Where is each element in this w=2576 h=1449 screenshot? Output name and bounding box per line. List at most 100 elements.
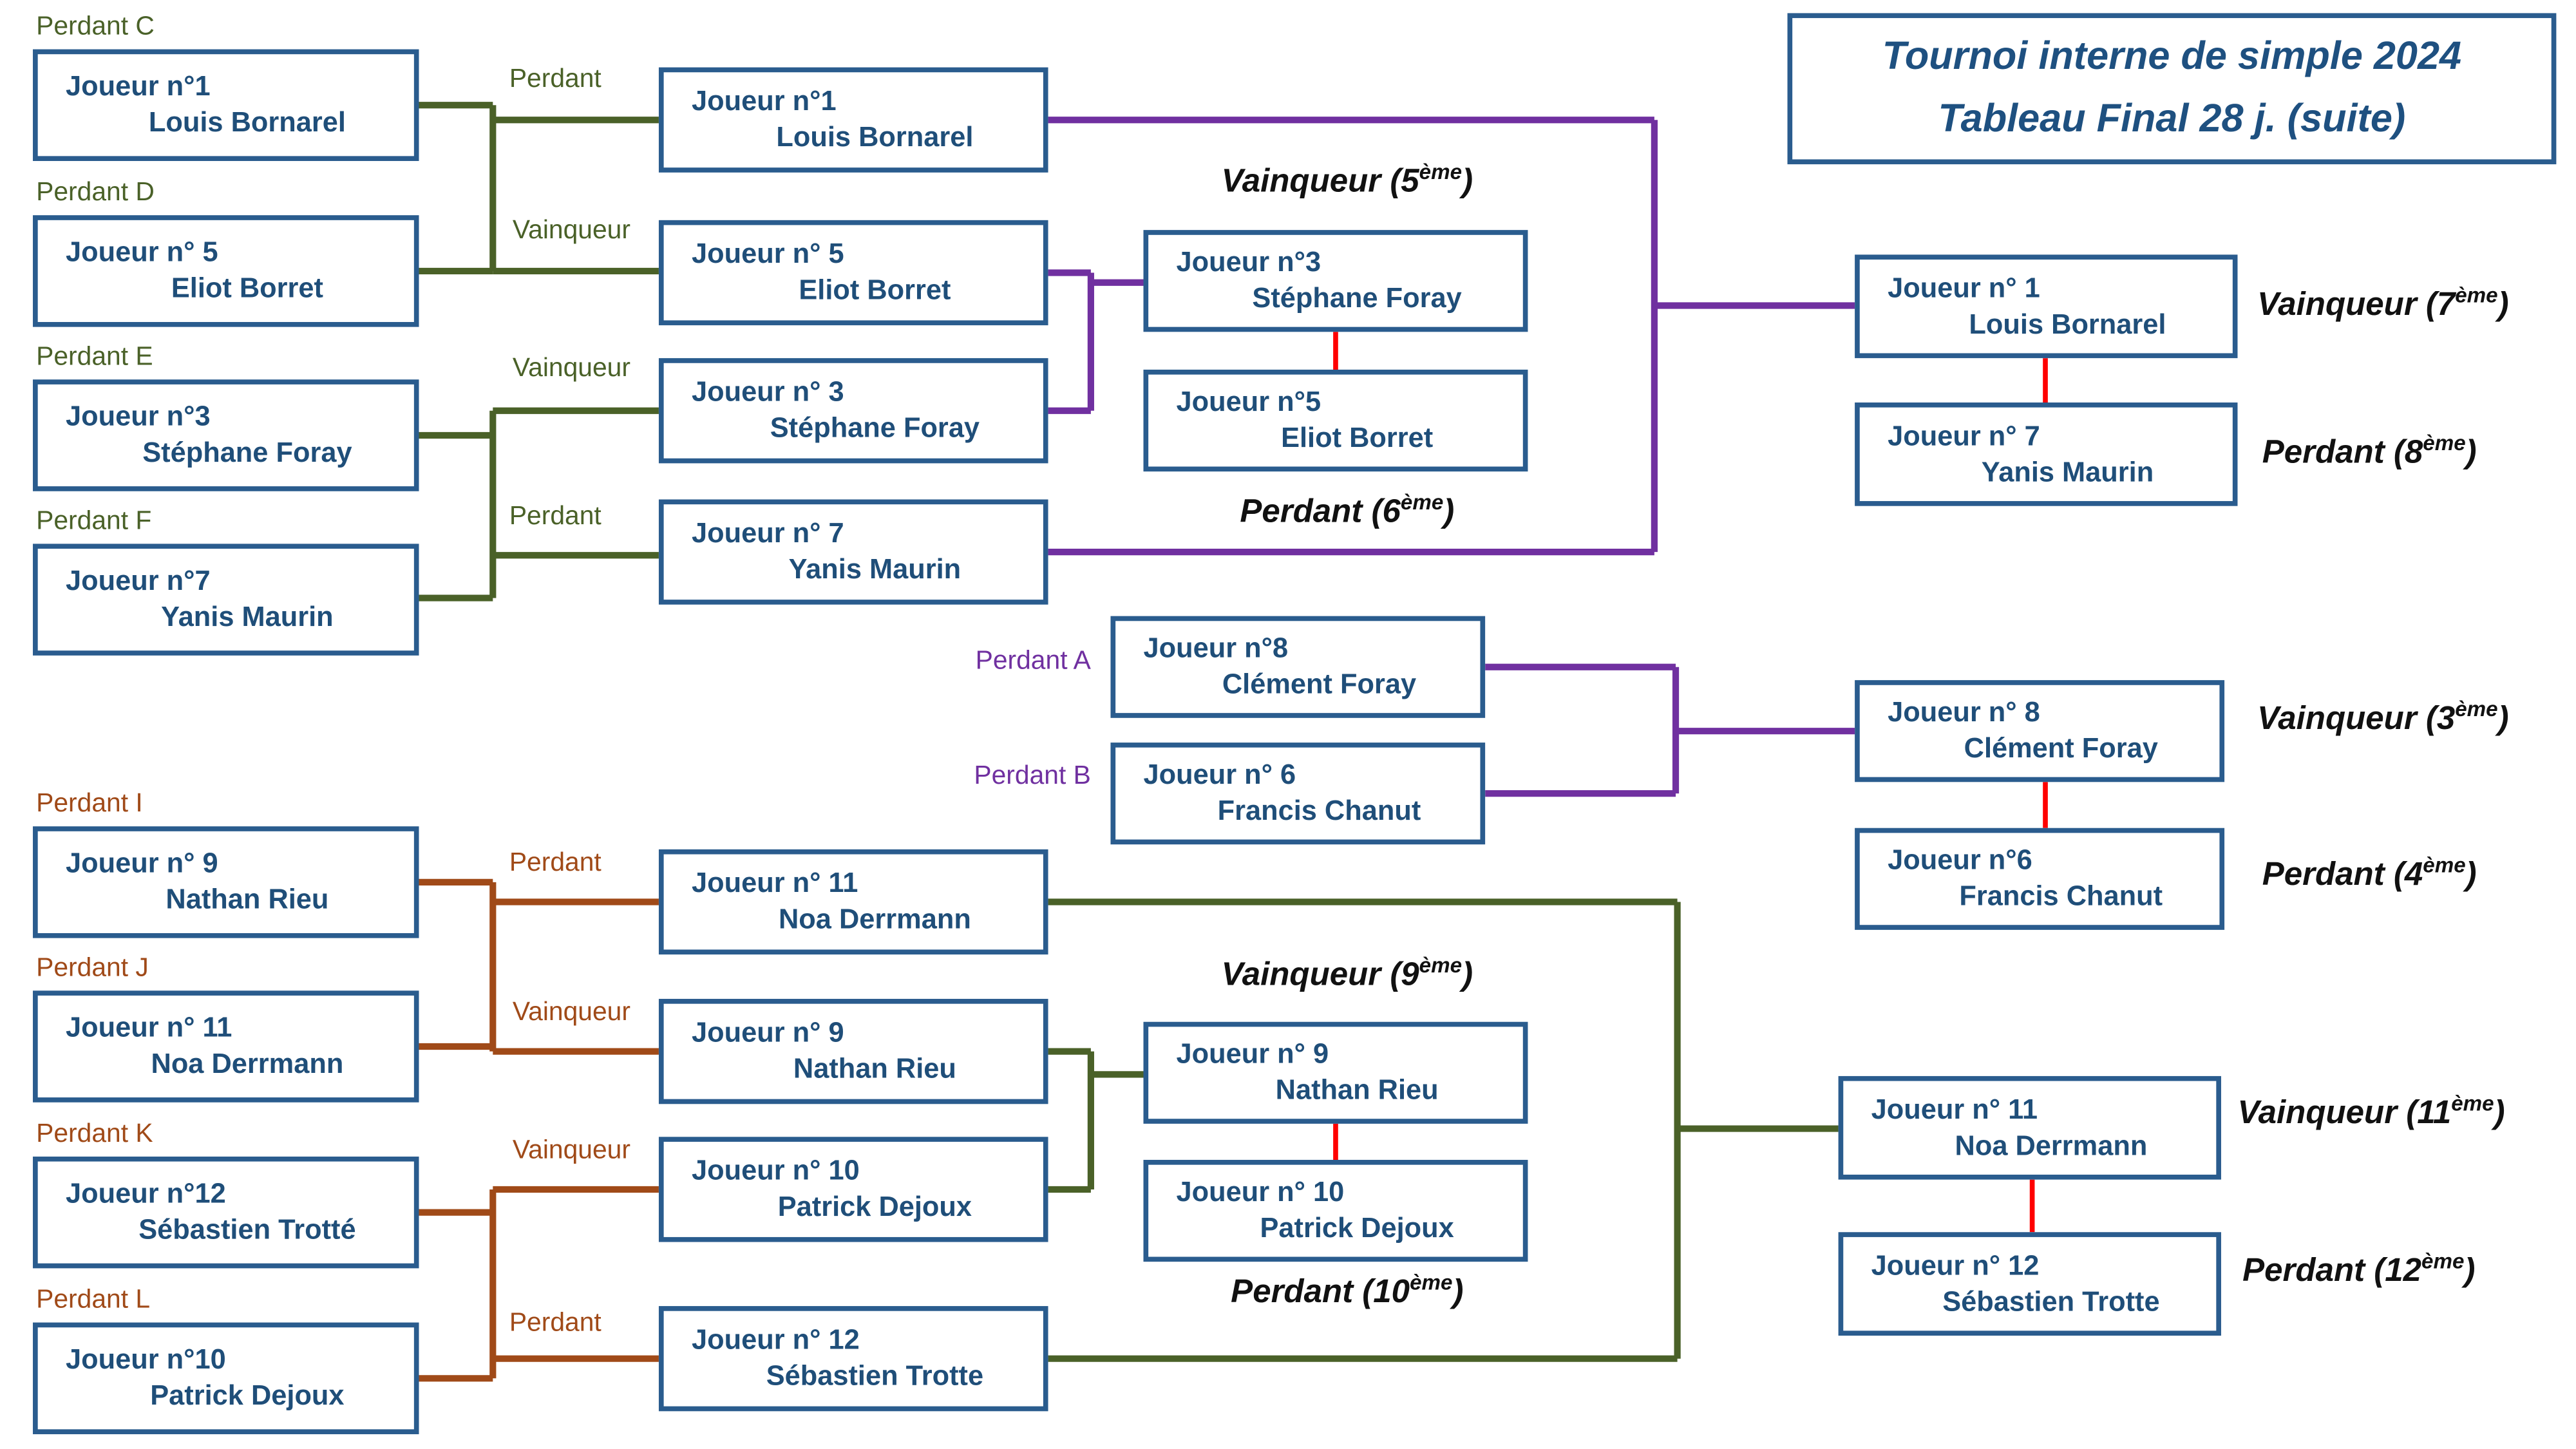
player-name: Nathan Rieu: [1275, 1074, 1439, 1106]
player-box-1112-winner: Joueur n° 11 Noa Derrmann: [1838, 1075, 2221, 1180]
edge-label-vainqueur-1: Vainqueur: [512, 216, 630, 245]
tag-perdant-c: Perdant C: [36, 13, 155, 41]
tag-perdant-e: Perdant E: [36, 343, 153, 372]
player-name: Clément Foray: [1222, 668, 1417, 700]
player-number: Joueur n° 9: [66, 848, 218, 880]
player-name: Yanis Maurin: [1981, 455, 2154, 488]
player-box-34-winner: Joueur n° 8 Clément Foray: [1855, 680, 2225, 782]
player-name: Nathan Rieu: [166, 884, 329, 915]
player-box-56-loser: Joueur n°5 Eliot Borret: [1143, 369, 1528, 472]
player-box-semi-5: Joueur n° 11 Noa Derrmann: [658, 849, 1048, 955]
player-number: Joueur n° 7: [691, 517, 844, 549]
player-box-34-b: Joueur n° 6 Francis Chanut: [1110, 743, 1486, 845]
player-number: Joueur n°5: [1176, 386, 1321, 418]
title-line-1: Tournoi interne de simple 2024: [1882, 34, 2462, 79]
player-name: Sébastien Trotte: [1942, 1285, 2160, 1317]
placement-label-12th: Perdant (12ème): [2242, 1248, 2476, 1289]
player-box-qual-i: Joueur n° 9 Nathan Rieu: [33, 826, 419, 938]
player-box-qual-d: Joueur n° 5 Eliot Borret: [33, 215, 419, 327]
player-name: Stéphane Foray: [770, 412, 980, 444]
tag-perdant-j: Perdant J: [36, 954, 149, 983]
player-box-qual-l: Joueur n°10 Patrick Dejoux: [33, 1322, 419, 1435]
player-name: Louis Bornarel: [776, 121, 974, 153]
player-name: Clément Foray: [1964, 732, 2158, 764]
bracket-top-b: [419, 410, 497, 601]
player-number: Joueur n°1: [691, 86, 837, 117]
player-box-qual-c: Joueur n°1 Louis Bornarel: [33, 49, 419, 161]
placement-label-5th: Vainqueur (5ème): [1221, 159, 1473, 200]
tag-perdant-k: Perdant K: [36, 1120, 153, 1149]
player-number: Joueur n° 10: [691, 1155, 860, 1187]
bracket-top-a: [419, 102, 497, 275]
player-name: Patrick Dejoux: [150, 1379, 345, 1412]
player-name: Louis Bornarel: [1969, 308, 2166, 339]
tag-perdant-l: Perdant L: [36, 1286, 151, 1314]
player-number: Joueur n° 9: [691, 1017, 844, 1048]
placement-label-9th: Vainqueur (9ème): [1221, 952, 1473, 994]
player-number: Joueur n°8: [1143, 632, 1289, 665]
player-name: Noa Derrmann: [151, 1048, 344, 1080]
placement-label-4th: Perdant (4ème): [2262, 852, 2477, 893]
bracket-final78: [1048, 117, 1658, 556]
edge-label-perdant-1: Perdant: [509, 66, 601, 94]
player-box-78-winner: Joueur n° 1 Louis Bornarel: [1855, 254, 2238, 359]
edge-label-perdant-2: Perdant: [509, 502, 601, 531]
player-number: Joueur n° 10: [1176, 1176, 1345, 1208]
player-number: Joueur n°6: [1888, 844, 2032, 876]
player-name: Yanis Maurin: [788, 553, 961, 585]
edge-label-vainqueur-4: Vainqueur: [512, 1137, 630, 1165]
player-box-1112-loser: Joueur n° 12 Sébastien Trotte: [1838, 1232, 2221, 1336]
player-name: Sébastien Trotte: [766, 1360, 984, 1392]
player-number: Joueur n° 12: [691, 1324, 860, 1356]
player-box-34-loser: Joueur n°6 Francis Chanut: [1855, 828, 2225, 930]
player-number: Joueur n°3: [1176, 247, 1321, 278]
player-name: Patrick Dejoux: [777, 1191, 972, 1222]
player-name: Louis Bornarel: [148, 106, 346, 138]
placement-label-8th: Perdant (8ème): [2262, 430, 2477, 471]
player-name: Eliot Borret: [799, 274, 951, 306]
edge-label-perdant-3: Perdant: [509, 849, 601, 878]
player-name: Noa Derrmann: [1955, 1129, 2148, 1161]
player-box-semi-1: Joueur n°1 Louis Bornarel: [658, 67, 1048, 173]
player-box-56-winner: Joueur n°3 Stéphane Foray: [1143, 230, 1528, 332]
player-number: Joueur n° 11: [66, 1012, 232, 1044]
player-number: Joueur n° 5: [691, 238, 844, 270]
player-number: Joueur n° 7: [1888, 420, 2040, 451]
player-name: Francis Chanut: [1217, 795, 1421, 827]
player-name: Nathan Rieu: [793, 1053, 956, 1084]
player-name: Patrick Dejoux: [1260, 1212, 1454, 1244]
edge-label-vainqueur-2: Vainqueur: [512, 355, 630, 383]
player-box-semi-2: Joueur n° 5 Eliot Borret: [658, 220, 1048, 326]
player-box-qual-k: Joueur n°12 Sébastien Trotté: [33, 1156, 419, 1269]
player-name: Sébastien Trotté: [138, 1214, 356, 1245]
player-number: Joueur n° 5: [66, 236, 218, 269]
player-number: Joueur n° 12: [1871, 1249, 2040, 1281]
player-box-qual-e: Joueur n°3 Stéphane Foray: [33, 379, 419, 491]
player-name: Eliot Borret: [171, 272, 323, 304]
bracket-match34: [1485, 663, 1680, 797]
tag-perdant-f: Perdant F: [36, 507, 152, 536]
placement-label-11th: Vainqueur (11ème): [2237, 1090, 2505, 1132]
placement-label-6th: Perdant (6ème): [1240, 489, 1455, 531]
bracket-bottom-d: [419, 1189, 497, 1382]
player-number: Joueur n° 1: [1888, 272, 2040, 304]
placement-label-3rd: Vainqueur (3ème): [2257, 696, 2509, 737]
player-number: Joueur n° 3: [691, 376, 844, 408]
player-name: Stéphane Foray: [1252, 282, 1462, 314]
tag-perdant-b: Perdant B: [974, 762, 1091, 791]
edge-label-perdant-4: Perdant: [509, 1309, 601, 1338]
player-box-910-winner: Joueur n° 9 Nathan Rieu: [1143, 1021, 1528, 1124]
player-number: Joueur n° 6: [1143, 759, 1296, 791]
player-number: Joueur n° 11: [691, 867, 858, 899]
title-line-2: Tableau Final 28 j. (suite): [1938, 97, 2406, 142]
bracket-bottom-c: [419, 878, 497, 1052]
player-number: Joueur n°10: [66, 1344, 226, 1376]
placement-label-10th: Perdant (10ème): [1231, 1269, 1464, 1311]
player-name: Yanis Maurin: [161, 601, 334, 633]
player-box-semi-8: Joueur n° 12 Sébastien Trotte: [658, 1306, 1048, 1412]
edge-label-vainqueur-3: Vainqueur: [512, 999, 630, 1027]
player-number: Joueur n° 8: [1888, 697, 2040, 728]
player-box-34-a: Joueur n°8 Clément Foray: [1110, 616, 1486, 718]
